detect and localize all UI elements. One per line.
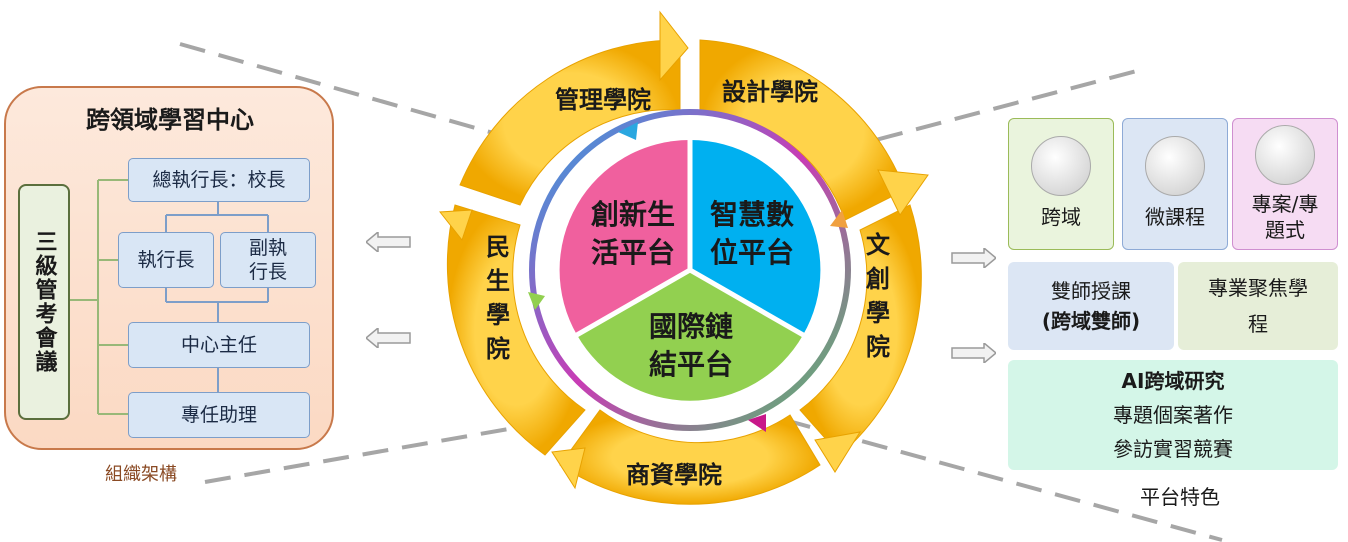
- committee-box: 三級管考會議: [18, 184, 70, 420]
- feature-ai-line-2: 專題個案著作: [1113, 403, 1233, 427]
- org-caption: 組織架構: [105, 464, 177, 485]
- org-connectors: [70, 179, 269, 415]
- feature-cross-label: 跨域: [1041, 205, 1081, 229]
- feature-micro-label: 微課程: [1145, 205, 1205, 229]
- assistant-node: 專任助理: [128, 392, 310, 438]
- college-business-label: 商資學院: [626, 461, 722, 489]
- left-arrow-icon: [366, 328, 411, 348]
- college-livelihood-label: 民生學院: [486, 233, 510, 363]
- college-ring-diagram: [439, 10, 929, 505]
- deputy-node: 副執 行長: [220, 232, 316, 288]
- feature-cross-box: 跨域: [1008, 118, 1114, 250]
- feature-dual-label: 雙師授課: [1051, 279, 1131, 303]
- right-arrow-icon: [951, 248, 996, 268]
- right-arrow-icon: [951, 343, 996, 363]
- feature-project-label: 專案/專題式: [1251, 192, 1319, 242]
- college-culture-label: 文創學院: [866, 231, 890, 361]
- left-arrow-icon: [366, 232, 411, 252]
- platform-smart-label: 智慧數位平台: [709, 198, 794, 269]
- college-design-label: 設計學院: [722, 78, 818, 106]
- exec-node: 執行長: [118, 232, 214, 288]
- feature-dual-sub-label: (跨域雙師): [1041, 309, 1141, 333]
- gears-people-icon: [1255, 125, 1315, 185]
- feature-focus-box: 專業聚焦學程: [1178, 262, 1338, 350]
- feature-focus-label: 專業聚焦學程: [1208, 276, 1308, 336]
- reading-person-icon: [1145, 136, 1205, 196]
- platform-international-label: 國際鏈結平台: [648, 310, 733, 381]
- feature-caption: 平台特色: [1140, 485, 1220, 509]
- feature-ai-box: AI跨域研究 專題個案著作 參訪實習競賽: [1008, 360, 1338, 470]
- feature-dual-box: 雙師授課 (跨域雙師): [1008, 262, 1174, 350]
- feature-ai-line-3: 參訪實習競賽: [1113, 437, 1233, 461]
- director-node: 中心主任: [128, 322, 310, 368]
- platform-innovation-label: 創新生活平台: [590, 198, 675, 269]
- college-management-label: 管理學院: [555, 86, 651, 114]
- ceo-node: 總執行長：校長: [128, 158, 310, 202]
- feature-project-box: 專案/專題式: [1232, 118, 1338, 250]
- org-title: 跨領域學習中心: [86, 106, 254, 134]
- feature-micro-box: 微課程: [1122, 118, 1228, 250]
- puzzle-people-icon: [1031, 136, 1091, 196]
- feature-ai-line-1: AI跨域研究: [1121, 369, 1225, 393]
